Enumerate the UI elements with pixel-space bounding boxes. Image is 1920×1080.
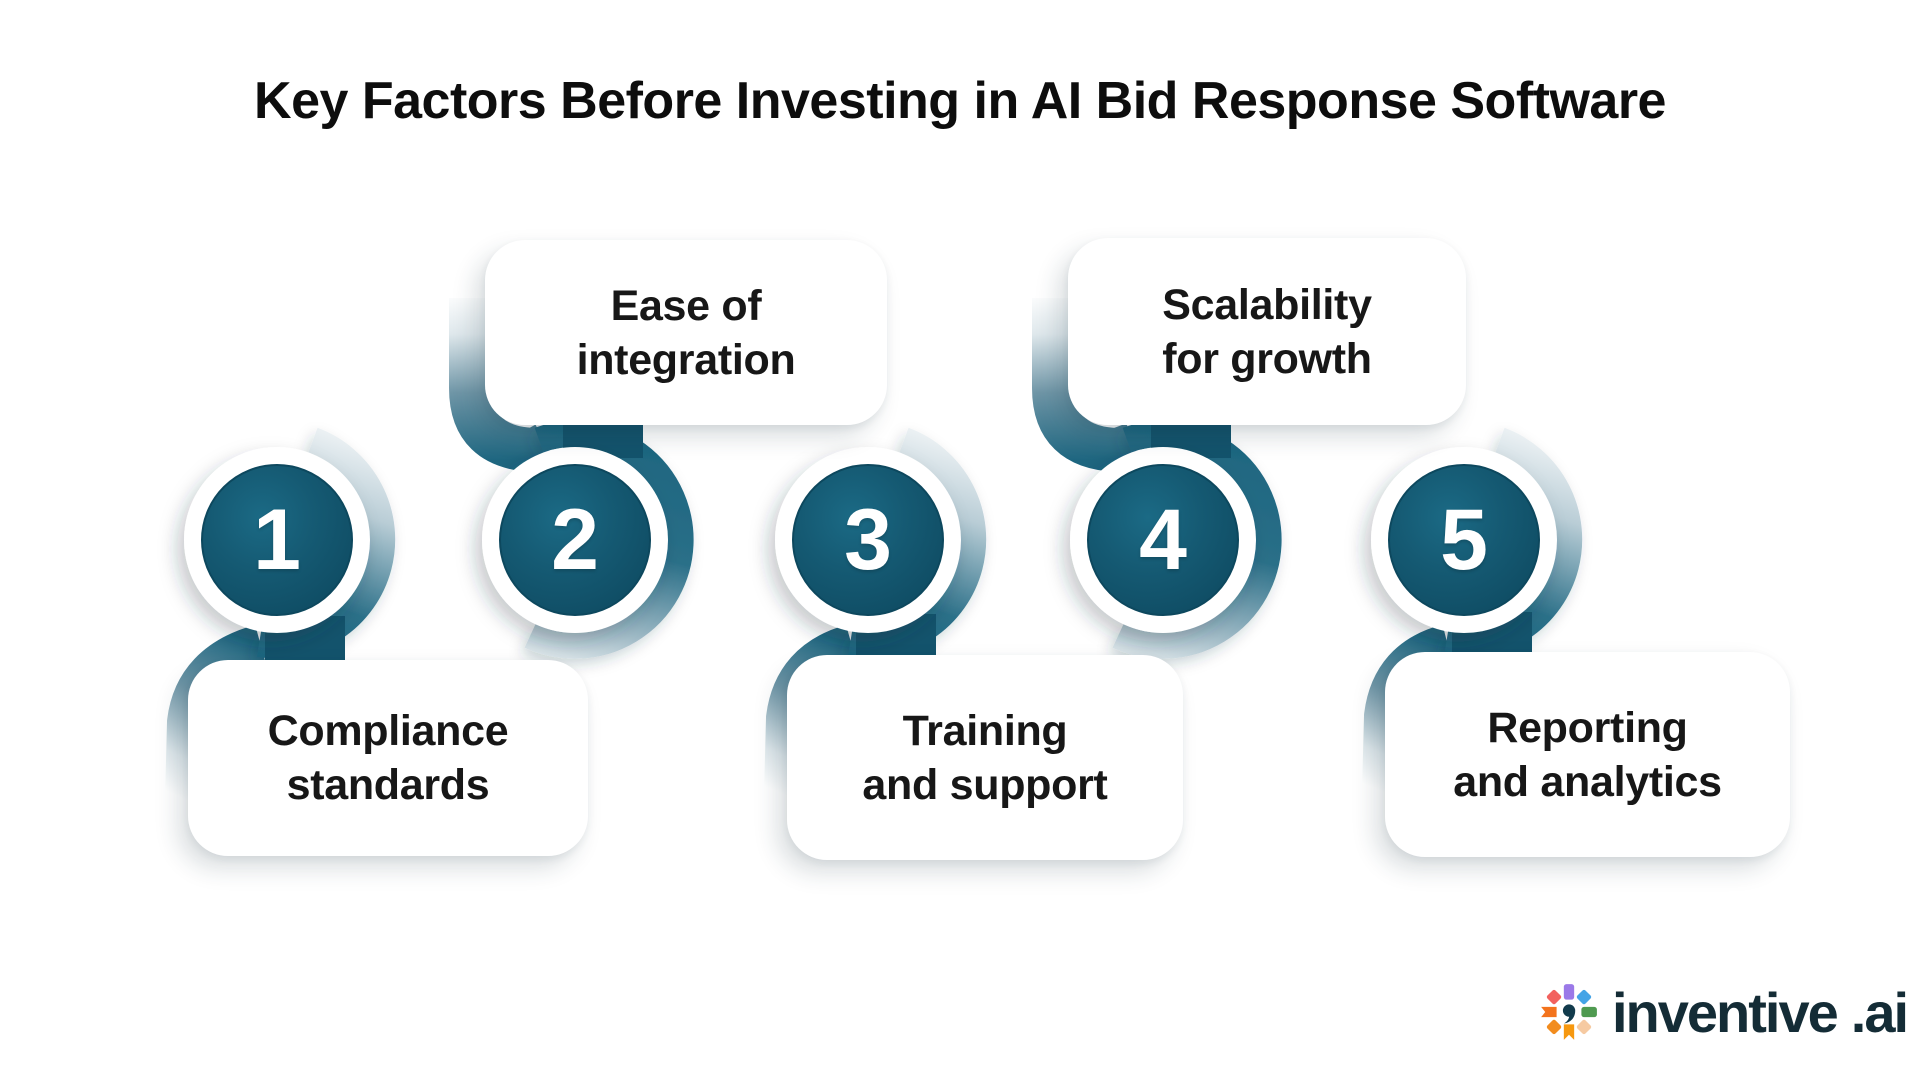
- step-number-4: 4: [1139, 491, 1187, 588]
- ribbon-4: [1032, 298, 1282, 659]
- step-card-4: Scalability for growth: [1068, 238, 1466, 425]
- step-circle-3: [792, 464, 944, 616]
- step-number-1: 1: [253, 491, 301, 588]
- logo-wordmark: inventive: [1612, 980, 1839, 1044]
- logo: inventive .ai: [1538, 980, 1909, 1044]
- logo-mark-icon: [1541, 984, 1597, 1040]
- step-card-3: Training and support: [787, 655, 1183, 860]
- label-line: standards: [286, 761, 490, 809]
- step-circle-1: [201, 464, 353, 616]
- label-line: Reporting: [1487, 703, 1688, 752]
- step-card-5: Reporting and analytics: [1385, 652, 1790, 857]
- page-title: Key Factors Before Investing in AI Bid R…: [254, 72, 1666, 130]
- step-circle-4: [1087, 464, 1239, 616]
- ribbon-2: [449, 298, 694, 659]
- label-line: for growth: [1162, 334, 1372, 383]
- step-card-1: Compliance standards: [188, 660, 588, 856]
- step-circle-5: [1388, 464, 1540, 616]
- step-card-label-3: Training and support: [862, 704, 1107, 812]
- step-number-2: 2: [551, 491, 599, 588]
- step-number-3: 3: [844, 491, 892, 588]
- step-card-2: Ease of integration: [485, 240, 887, 425]
- label-line: Compliance: [267, 707, 509, 755]
- label-line: and support: [862, 760, 1108, 809]
- label-line: and analytics: [1453, 757, 1722, 806]
- step-card-label-1: Compliance standards: [268, 704, 509, 812]
- label-line: Ease of: [610, 281, 762, 330]
- label-line: Scalability: [1162, 280, 1372, 329]
- logo-suffix: .ai: [1850, 980, 1909, 1044]
- step-number-5: 5: [1440, 491, 1488, 588]
- step-card-label-4: Scalability for growth: [1162, 278, 1372, 386]
- label-line: integration: [576, 335, 796, 384]
- step-circle-2: [499, 464, 651, 616]
- step-card-label-5: Reporting and analytics: [1453, 701, 1722, 809]
- step-card-label-2: Ease of integration: [577, 279, 796, 387]
- ribbon-1: [165, 427, 396, 801]
- label-line: Training: [902, 706, 1068, 755]
